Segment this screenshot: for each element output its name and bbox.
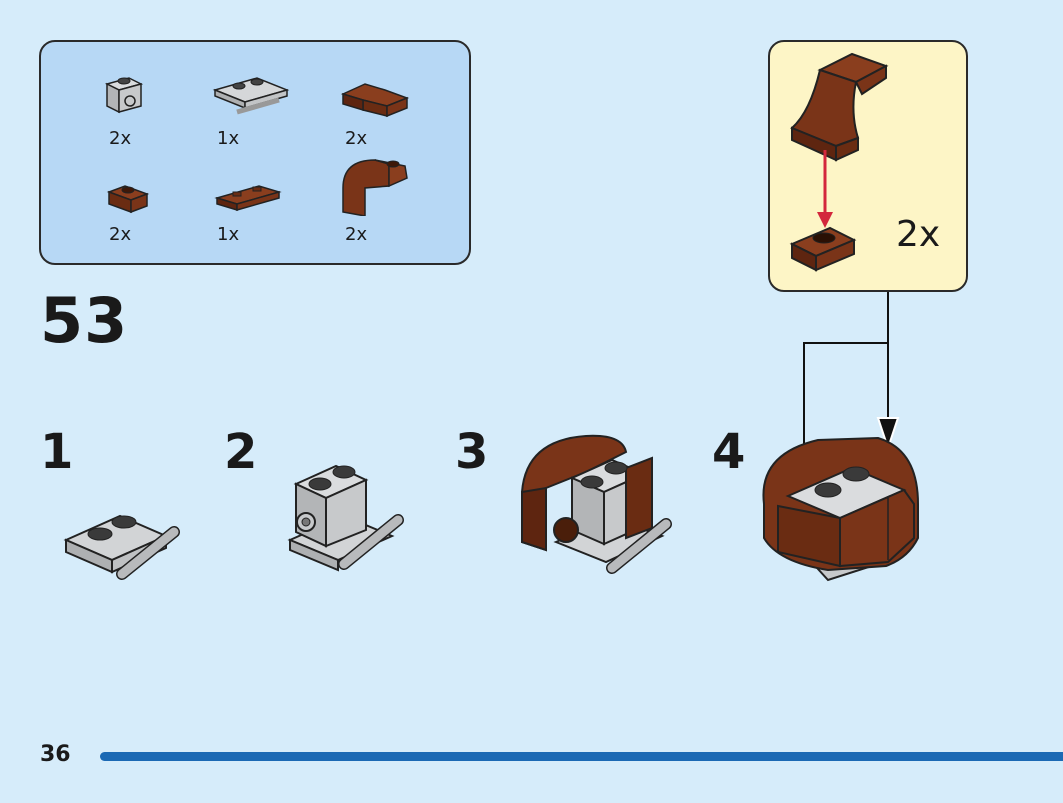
brown-slope-curve-icon bbox=[340, 83, 410, 118]
gray-plate-with-bars-icon bbox=[212, 77, 290, 115]
attach-arrow-head bbox=[817, 212, 833, 228]
part-qty: 2x bbox=[109, 128, 132, 149]
page-progress-bar bbox=[100, 752, 1063, 761]
sub-step-label: 1 bbox=[40, 424, 74, 480]
brown-arch-curve-icon bbox=[342, 159, 408, 216]
part-brown-arch-curve: 2x bbox=[335, 159, 425, 246]
sub-step-label: 3 bbox=[455, 424, 489, 480]
page-number: 36 bbox=[40, 742, 71, 767]
sub-step-label: 2 bbox=[224, 424, 258, 480]
step-2-model bbox=[287, 464, 404, 572]
step-number: 53 bbox=[40, 284, 129, 357]
part-brown-plate-1x1: 2x bbox=[99, 166, 189, 246]
subassembly-qty: 2x bbox=[896, 214, 941, 255]
part-brown-tile: 1x bbox=[207, 166, 297, 246]
step-1-model bbox=[63, 514, 180, 580]
parts-list-box: 2x 1x 2x 2x bbox=[39, 40, 471, 265]
part-qty: 2x bbox=[345, 224, 368, 245]
sub-step-label: 4 bbox=[712, 424, 746, 480]
step-3-model bbox=[521, 434, 672, 574]
brown-plate-1x1-icon bbox=[106, 185, 150, 214]
part-brown-slope-curve: 2x bbox=[335, 70, 425, 150]
subassembly-callout: 2x bbox=[768, 40, 968, 292]
part-qty: 1x bbox=[217, 128, 240, 149]
brown-slope-piece bbox=[790, 52, 889, 162]
brown-plate-piece bbox=[789, 226, 857, 272]
part-gray-bracket-brick: 2x bbox=[99, 70, 189, 150]
step-4-model bbox=[762, 436, 919, 582]
gray-bracket-brick-icon bbox=[104, 77, 144, 114]
part-qty: 2x bbox=[345, 128, 368, 149]
brown-tile-icon bbox=[214, 185, 282, 212]
subassembly-illustration bbox=[789, 52, 889, 272]
part-gray-plate-with-bars: 1x bbox=[207, 70, 297, 150]
part-qty: 2x bbox=[109, 224, 132, 245]
part-qty: 1x bbox=[217, 224, 240, 245]
